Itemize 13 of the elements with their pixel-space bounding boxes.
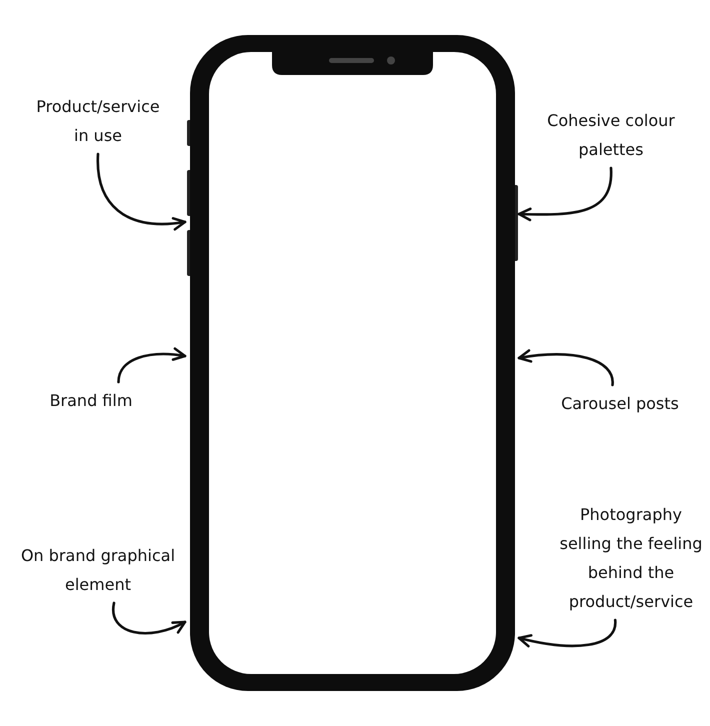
curved-arrow [518, 349, 614, 386]
callout-text: Photography selling the feeling behind the product/service [552, 500, 710, 616]
curved-arrow [518, 166, 612, 222]
curved-arrow [518, 618, 616, 648]
curved-arrow [117, 348, 186, 384]
callout-text: Product/service in use [28, 92, 168, 150]
phone-drawing [187, 35, 518, 691]
curved-arrow [112, 602, 186, 634]
callout-text: On brand graphical element [18, 541, 178, 599]
callout-text: Carousel posts [545, 389, 695, 418]
callout-text: Cohesive colour palettes [530, 106, 692, 164]
callout-text: Brand film [36, 386, 146, 415]
curved-arrow [96, 152, 186, 230]
